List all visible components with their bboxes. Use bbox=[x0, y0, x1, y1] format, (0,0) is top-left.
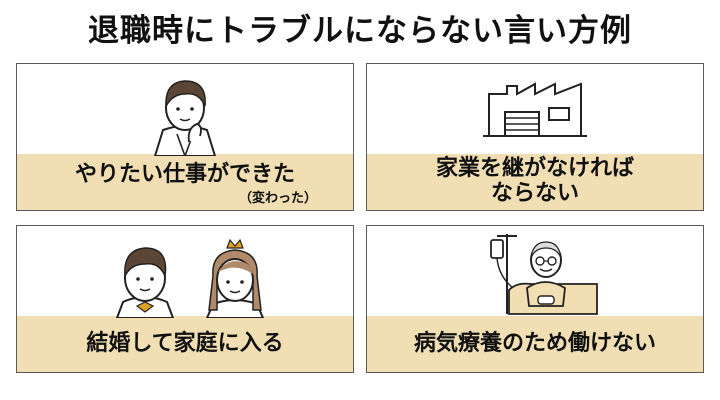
caption-band bbox=[367, 154, 703, 210]
card-new-job: やりたい仕事ができた （変わった） bbox=[16, 63, 354, 211]
elderly-patient-iv-drip-icon bbox=[490, 234, 598, 315]
card-caption: 病気療養のため働けない bbox=[413, 331, 656, 356]
bride-and-groom-icon bbox=[115, 238, 265, 318]
caption-band bbox=[17, 154, 353, 210]
card-caption: 結婚して家庭に入る bbox=[86, 331, 284, 356]
card-caption: やりたい仕事ができた bbox=[74, 162, 295, 187]
caption-band bbox=[17, 316, 353, 372]
card-caption-line1: 家業を継がなければ bbox=[435, 156, 634, 181]
caption-band bbox=[367, 316, 703, 372]
card-subcaption: （変わった） bbox=[238, 191, 317, 206]
card-caption-line2: ならない bbox=[490, 181, 579, 206]
card-marriage: 結婚して家庭に入る bbox=[16, 225, 354, 373]
factory-icon bbox=[483, 82, 587, 137]
card-family-business: 家業を継がなければ ならない bbox=[366, 63, 704, 211]
page-title: 退職時にトラブルにならない言い方例 bbox=[88, 13, 632, 49]
businessman-thinking-icon bbox=[153, 80, 217, 156]
card-illness: 病気療養のため働けない bbox=[366, 225, 704, 373]
